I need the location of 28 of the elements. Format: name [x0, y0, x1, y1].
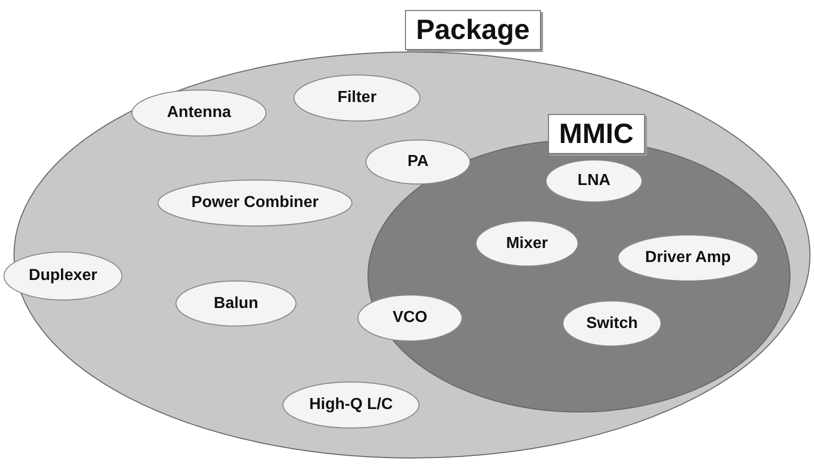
component-label: Mixer — [506, 234, 548, 252]
component-label: VCO — [392, 309, 428, 327]
component-label: Driver Amp — [645, 249, 731, 267]
component-ellipse — [618, 235, 758, 281]
package-ellipse — [14, 10, 810, 458]
component-label: Balun — [214, 294, 258, 312]
component-ellipse — [366, 140, 470, 184]
component-ellipse — [158, 180, 352, 226]
component-ellipse — [563, 301, 661, 346]
component-ellipse — [294, 75, 420, 121]
component-label: Filter — [337, 89, 377, 107]
component-ellipse — [476, 221, 578, 266]
chip-ellipse — [368, 114, 790, 412]
component-ellipse — [4, 252, 122, 300]
component-label: Power Combiner — [191, 194, 319, 212]
component-ellipse — [176, 281, 296, 326]
component-ellipse — [546, 160, 642, 202]
component-ellipse — [132, 90, 266, 136]
ellipse-heading: MMIC — [548, 114, 645, 154]
ellipse-heading: Package — [405, 10, 541, 50]
component-label: Switch — [586, 314, 638, 332]
component-label: LNA — [578, 172, 610, 190]
component-label: Duplexer — [28, 267, 98, 285]
component-ellipse — [283, 382, 419, 428]
component-label: PA — [407, 153, 429, 171]
component-label: High-Q L/C — [309, 396, 393, 414]
component-ellipse — [358, 295, 462, 341]
component-label: Antenna — [167, 104, 231, 122]
